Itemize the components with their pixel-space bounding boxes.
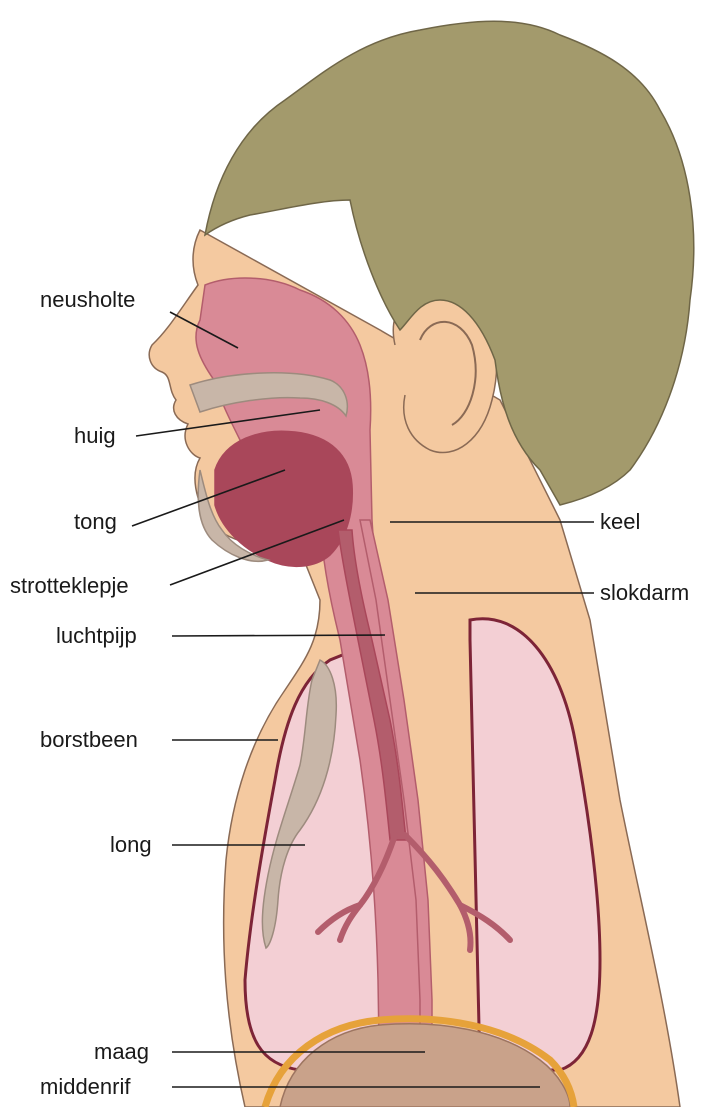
- label-middenrif: middenrif: [40, 1074, 131, 1099]
- label-borstbeen: borstbeen: [40, 727, 138, 752]
- label-huig: huig: [74, 423, 116, 448]
- label-luchtpijp: luchtpijp: [56, 623, 137, 648]
- label-slokdarm: slokdarm: [600, 580, 689, 605]
- label-tong: tong: [74, 509, 117, 534]
- label-long: long: [110, 832, 152, 857]
- label-neusholte: neusholte: [40, 287, 135, 312]
- label-maag: maag: [94, 1039, 149, 1064]
- label-keel: keel: [600, 509, 640, 534]
- label-strotteklepje: strotteklepje: [10, 573, 129, 598]
